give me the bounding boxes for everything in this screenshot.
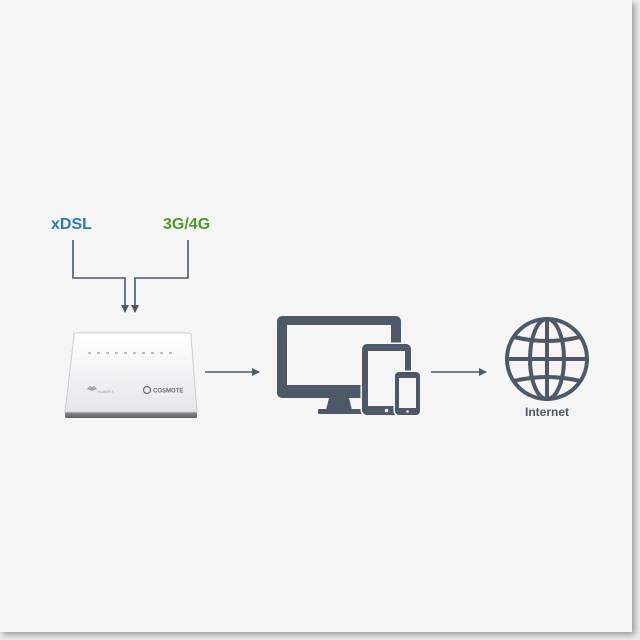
xdsl-label: xDSL	[51, 216, 92, 233]
huawei-logo: HUAWEI	[87, 386, 113, 394]
router-device: HUAWEI COSMOTE	[64, 332, 198, 418]
router-brand-right: COSMOTE	[153, 389, 183, 395]
cosmote-logo: COSMOTE	[142, 385, 183, 395]
phone-icon	[393, 370, 422, 417]
cellular-label: 3G/4G	[163, 216, 211, 233]
router-brand-left: HUAWEI	[97, 389, 113, 394]
internet-label: Internet	[525, 405, 570, 419]
xdsl-connector	[72, 240, 129, 313]
devices-icon	[277, 316, 422, 417]
status-led-row	[88, 352, 172, 354]
cellular-connector	[131, 240, 189, 313]
globe-icon	[505, 317, 589, 401]
